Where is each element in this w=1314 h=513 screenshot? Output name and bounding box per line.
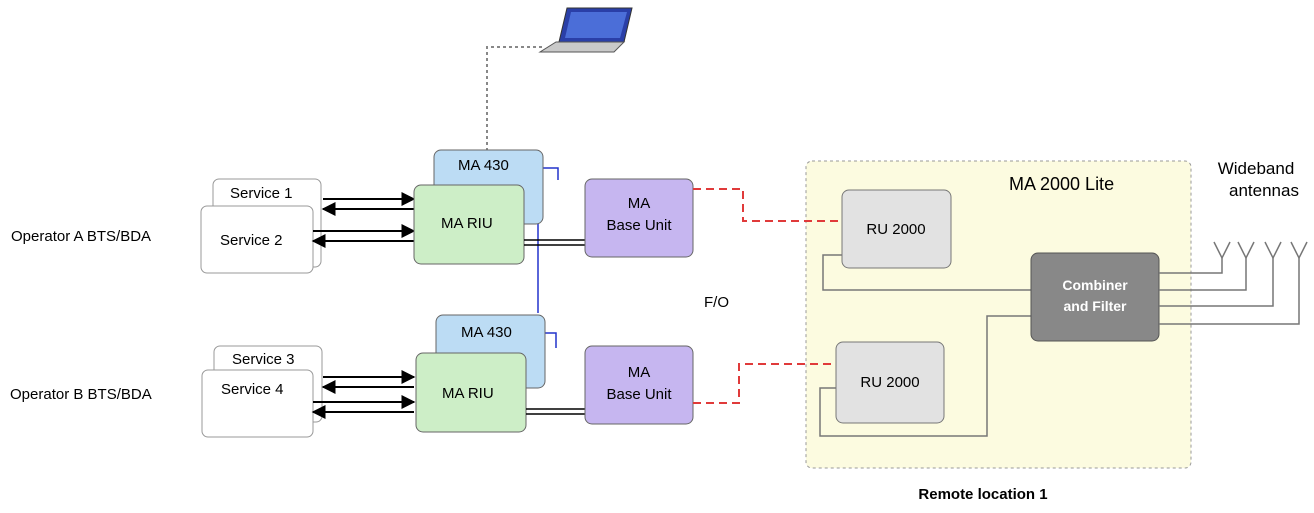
ma430-top-label: MA 430 [458,157,509,174]
antenna-icon [1237,241,1255,260]
antenna-icon [1264,241,1282,260]
ma-riu-top-box [413,184,525,265]
fo-label: F/O [704,294,729,311]
blue-link-bottom [545,332,557,348]
service-4-box [201,369,314,438]
ru2000-bottom-box [835,341,945,424]
operator-b-label: Operator B BTS/BDA [10,386,152,403]
wideband-line1: Wideband [1218,159,1295,178]
ru2000-top-label: RU 2000 [866,221,925,238]
ma-riu-bottom-label: MA RIU [442,385,494,402]
base-unit-bottom-box [584,345,694,425]
fiber-link-bottom [693,363,836,404]
ma430-bottom-label: MA 430 [461,324,512,341]
service-4-label: Service 4 [221,381,284,398]
service-2-label: Service 2 [220,232,283,249]
service-1-label: Service 1 [230,185,293,202]
operator-a-label: Operator A BTS/BDA [11,228,151,245]
ma-riu-bottom-box [415,352,527,433]
fiber-link-top [693,188,842,222]
ru-top-to-combiner [822,254,1031,291]
combiner-line1: Combiner [1062,277,1128,293]
base-unit-bottom-line2: Base Unit [606,386,672,403]
ma2000-lite-label: MA 2000 Lite [1009,174,1114,194]
antenna-icon [1213,241,1231,260]
antenna-feed-1 [1159,258,1223,274]
ma-riu-top-label: MA RIU [441,215,493,232]
antenna-feed-4 [1159,258,1300,325]
combiner-line2: and Filter [1063,298,1127,314]
laptop-link [486,46,542,150]
laptop-icon [538,7,633,53]
antenna-feed-3 [1159,258,1274,307]
combiner-filter-box [1030,252,1160,342]
base-unit-top-line2: Base Unit [606,217,672,234]
remote-location-label: Remote location 1 [918,486,1047,503]
antenna-icon [1290,241,1308,260]
ru-bottom-to-combiner [819,315,1031,437]
blue-link-top [543,167,559,180]
service-3-label: Service 3 [232,351,295,368]
ru2000-bottom-label: RU 2000 [860,374,919,391]
wideband-line2: antennas [1229,181,1299,200]
antenna-feed-2 [1159,258,1247,291]
ru2000-top-box [841,189,952,269]
base-unit-bottom-line1: MA [628,364,651,381]
base-unit-top-box [584,178,694,258]
base-unit-top-line1: MA [628,195,651,212]
